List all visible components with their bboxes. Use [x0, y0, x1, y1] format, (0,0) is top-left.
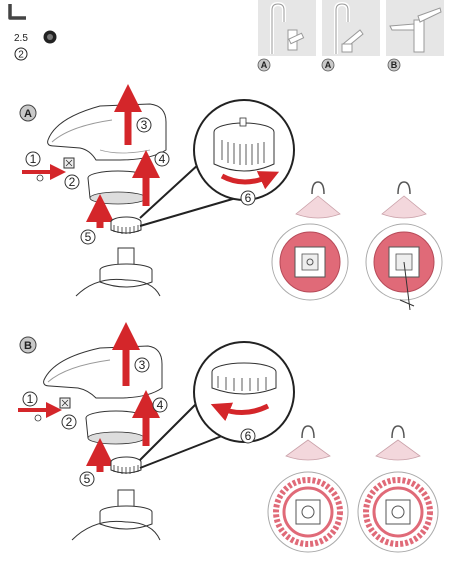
allen-key-icon	[8, 4, 26, 20]
faucet-variant-3	[386, 0, 444, 56]
rotation-detail-right	[365, 181, 443, 311]
step-number: 1	[25, 151, 41, 167]
svg-text:1: 1	[27, 392, 34, 406]
step-number: 4	[154, 151, 170, 167]
step-number: 6	[240, 190, 256, 206]
svg-text:2: 2	[69, 175, 76, 189]
hex-socket-icon	[43, 30, 57, 44]
retaining-ring	[110, 216, 142, 234]
variant-badge: B	[387, 58, 401, 72]
step-badge: 2	[14, 47, 28, 61]
cartridge	[75, 247, 161, 297]
svg-text:6: 6	[245, 429, 252, 443]
svg-text:A: A	[325, 60, 332, 70]
plug	[36, 174, 44, 182]
faucet-variant-2	[322, 0, 380, 56]
svg-text:4: 4	[159, 152, 166, 166]
variant-badge: A	[257, 58, 271, 72]
svg-text:5: 5	[84, 472, 91, 486]
step-number: 2	[64, 174, 80, 190]
svg-text:3: 3	[139, 358, 146, 372]
svg-text:2: 2	[18, 50, 24, 61]
variant-badge: A	[321, 58, 335, 72]
svg-text:A: A	[24, 108, 32, 120]
step-number: 3	[136, 117, 152, 133]
step-number: 3	[134, 357, 150, 373]
svg-text:3: 3	[141, 118, 148, 132]
svg-text:1: 1	[30, 152, 37, 166]
step-number: 6	[240, 428, 256, 444]
svg-text:6: 6	[245, 191, 252, 205]
step-number: 5	[79, 471, 95, 487]
svg-text:A: A	[261, 60, 268, 70]
step-number: 4	[152, 397, 168, 413]
cover-sleeve	[87, 170, 149, 205]
grub-screw	[59, 397, 71, 409]
section-b: B 1 2	[18, 322, 439, 553]
svg-text:B: B	[391, 60, 398, 70]
rotation-detail-left	[267, 425, 349, 553]
svg-text:4: 4	[157, 398, 164, 412]
zoom-circle	[193, 99, 295, 201]
plug	[34, 414, 42, 422]
step-number: 1	[22, 391, 38, 407]
rotation-detail-right	[357, 425, 439, 553]
step-number: 2	[61, 414, 77, 430]
retaining-ring	[110, 456, 142, 474]
step-number: 5	[80, 229, 96, 245]
section-badge: B	[19, 336, 37, 354]
tool-size-label: 2.5	[14, 33, 28, 44]
section-badge: A	[19, 104, 37, 122]
rotation-detail-left	[271, 181, 349, 301]
svg-text:B: B	[24, 340, 32, 352]
lever-handle	[47, 103, 167, 161]
cartridge	[71, 489, 161, 541]
cover-sleeve	[85, 410, 147, 445]
svg-text:5: 5	[85, 230, 92, 244]
svg-text:2: 2	[66, 415, 73, 429]
section-a: A	[19, 84, 443, 311]
faucet-variant-1	[258, 0, 316, 56]
grub-screw	[63, 157, 75, 169]
zoom-circle	[193, 341, 295, 443]
